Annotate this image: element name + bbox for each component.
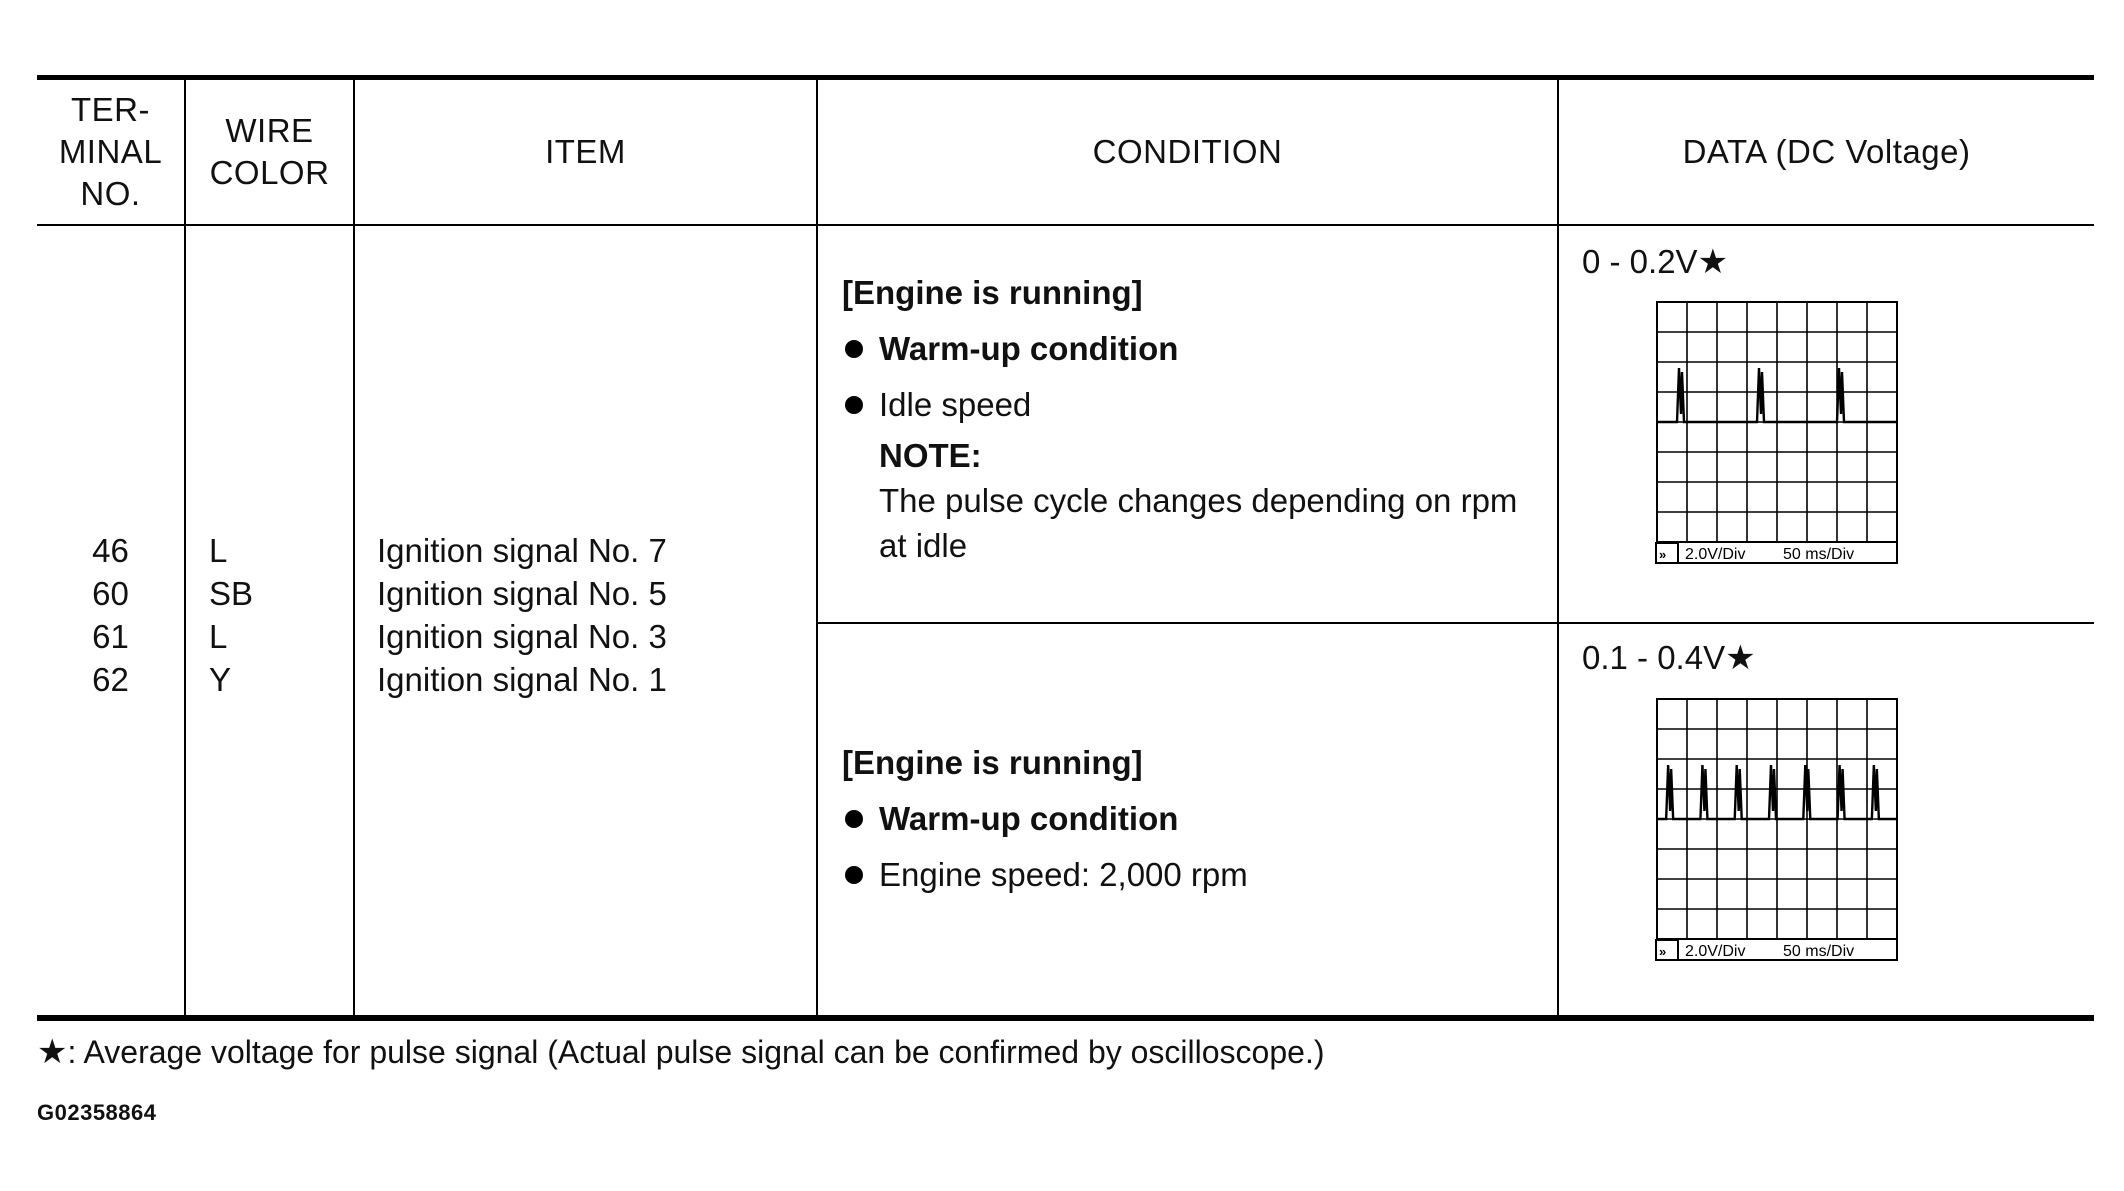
double-chevron-icon: » — [1659, 547, 1666, 562]
voltage-value: 0 - 0.2V★ — [1582, 243, 1729, 281]
column-divider — [1557, 80, 1559, 1015]
condition-bullet: Warm-up condition — [842, 321, 1552, 377]
bullet-icon — [845, 396, 863, 414]
condition-row-divider — [818, 622, 2094, 624]
condition-title: [Engine is running] — [842, 744, 1143, 781]
oscilloscope-waveform: » 2.0V/Div 50 ms/Div — [1655, 698, 1898, 961]
footnote: ★: Average voltage for pulse signal (Act… — [37, 1033, 1325, 1071]
condition-bullet: Idle speed — [842, 377, 1552, 433]
item-name: Ignition signal No. 3 — [377, 618, 667, 655]
bullet-icon — [845, 810, 863, 828]
scope-footer: » 2.0V/Div 50 ms/Div — [1655, 939, 1854, 961]
terminal-no: 60 — [92, 575, 129, 612]
header-item: ITEM — [545, 133, 626, 170]
scope-footer: » 2.0V/Div 50 ms/Div — [1655, 542, 1854, 564]
star-icon: ★ — [37, 1033, 68, 1071]
wire-color: L — [209, 618, 228, 655]
terminal-table: TER- MINAL NO. WIRE COLOR ITEM CONDITION… — [37, 75, 2094, 1022]
condition-bullet: Engine speed: 2,000 rpm — [842, 847, 1552, 903]
terminal-numbers: 46 60 61 62 — [37, 529, 184, 701]
condition-idle: [Engine is running] Warm-up condition Id… — [842, 265, 1552, 568]
volt-per-div: 2.0V/Div — [1685, 546, 1745, 563]
voltage-value: 0.1 - 0.4V★ — [1582, 639, 1756, 677]
header-terminal-no: TER- MINAL NO. — [58, 91, 163, 212]
scope-grid — [1656, 301, 1898, 564]
oscilloscope-waveform: » 2.0V/Div 50 ms/Div — [1655, 301, 1898, 564]
item-list: Ignition signal No. 7 Ignition signal No… — [377, 529, 667, 701]
condition-2000rpm: [Engine is running] Warm-up condition En… — [842, 735, 1552, 903]
bullet-icon — [845, 866, 863, 884]
column-divider — [353, 80, 355, 1015]
item-name: Ignition signal No. 5 — [377, 575, 667, 612]
terminal-no: 62 — [92, 661, 129, 698]
volt-per-div: 2.0V/Div — [1685, 943, 1745, 960]
header-wire-color: WIRE COLOR — [209, 112, 330, 191]
wire-color: L — [209, 532, 228, 569]
wire-color: Y — [209, 661, 232, 698]
table-bottom-rule — [37, 1015, 2094, 1021]
bullet-icon — [845, 340, 863, 358]
terminal-no: 61 — [92, 618, 129, 655]
wire-color: SB — [209, 575, 254, 612]
item-name: Ignition signal No. 1 — [377, 661, 667, 698]
figure-id: G02358864 — [37, 1100, 157, 1125]
header-condition: CONDITION — [1092, 133, 1283, 170]
time-per-div: 50 ms/Div — [1783, 546, 1854, 563]
double-chevron-icon: » — [1659, 944, 1666, 959]
scope-grid — [1656, 698, 1898, 961]
column-divider — [816, 80, 818, 1015]
condition-bullet: Warm-up condition — [842, 791, 1552, 847]
waveform-trace — [1657, 764, 1897, 821]
item-name: Ignition signal No. 7 — [377, 532, 667, 569]
star-icon: ★ — [1697, 243, 1729, 281]
condition-title: [Engine is running] — [842, 274, 1143, 311]
header-divider — [37, 224, 2094, 226]
table-top-rule — [37, 75, 2094, 80]
header-data: DATA (DC Voltage) — [1682, 133, 1971, 170]
condition-note: NOTE: The pulse cycle changes depending … — [879, 437, 1518, 564]
time-per-div: 50 ms/Div — [1783, 943, 1854, 960]
waveform-trace — [1657, 367, 1897, 424]
wire-colors: L SB L Y — [209, 529, 253, 701]
column-divider — [184, 80, 186, 1015]
star-icon: ★ — [1725, 639, 1756, 677]
terminal-no: 46 — [92, 532, 129, 569]
